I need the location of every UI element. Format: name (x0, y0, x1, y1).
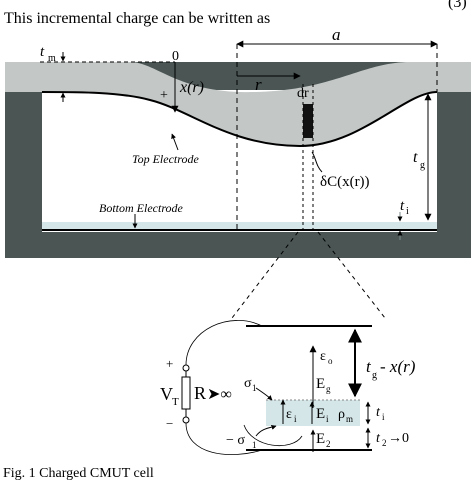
ti-label: t (400, 198, 405, 214)
equation-number: (3) (448, 0, 467, 11)
eps-i-subscript: i (294, 414, 297, 424)
ti-detail-label: t (376, 405, 381, 420)
cell-cross-section: t m 0 + x(r) a r dr Top Electrode δC(x(r… (5, 25, 471, 258)
eps-i-label: ε (286, 407, 292, 422)
intro-text: This incremental charge can be written a… (4, 10, 271, 27)
wire-top (185, 320, 263, 366)
t2-rest: →0 (388, 431, 409, 446)
eps-i-pointer (243, 424, 303, 447)
zero-label: 0 (172, 49, 179, 64)
ei-subscript: i (326, 414, 329, 424)
sigma1-subscript: 1 (252, 383, 257, 393)
insulator-layer (42, 222, 437, 230)
gap-label: t (366, 357, 372, 376)
eg-label: E (316, 376, 325, 392)
r-label: r (255, 75, 262, 94)
r-inf-label: R (194, 383, 206, 403)
e2-subscript: 2 (326, 439, 331, 449)
wire-bottom (185, 422, 263, 455)
ti-subscript: i (406, 206, 409, 217)
figure-caption: Fig. 1 Charged CMUT cell (3, 466, 154, 481)
eg-subscript: g (326, 384, 331, 394)
xr-label: x(r) (179, 79, 204, 96)
plus-top-label: + (160, 88, 168, 103)
neg-sigma1-pointer (255, 425, 277, 437)
top-electrode (41, 91, 438, 148)
eps-o-label: ε (320, 349, 326, 364)
dr-label: dr (297, 86, 309, 101)
delta-c-label: δC(x(r)) (320, 174, 370, 190)
tg-subscript: g (420, 160, 425, 171)
minus-terminal-label: − (166, 416, 173, 431)
zoom-lines (231, 231, 386, 319)
eps-o-subscript: o (328, 356, 333, 366)
t2-subscript: 2 (382, 438, 387, 448)
e2-label: E (316, 431, 325, 447)
inf-arrow-label: ➤∞ (207, 386, 232, 403)
page-header: This incremental charge can be written a… (0, 0, 474, 30)
dr-element (303, 104, 313, 138)
detail-view: + − V T R ➤∞ σ 1 − σ 1 ε o E g ε i E i ρ… (160, 320, 416, 455)
bottom-electrode-label: Bottom Electrode (99, 201, 184, 215)
sigma1-label: σ (244, 376, 252, 391)
top-electrode-label: Top Electrode (132, 152, 199, 166)
membrane (5, 62, 471, 146)
t2-label: t (376, 431, 381, 446)
a-label: a (332, 25, 341, 44)
tg-label: t (413, 149, 418, 166)
neg-sigma1-label: − σ (226, 433, 245, 448)
vt-subscript: T (172, 396, 179, 408)
ei-label: E (316, 406, 325, 422)
rho-label: ρ (338, 407, 345, 422)
terminal-bottom (182, 416, 190, 424)
plus-terminal-label: + (166, 356, 173, 371)
sigma1-pointer (255, 387, 273, 401)
delta-c-pointer (311, 151, 323, 173)
resistor (181, 376, 191, 410)
tm-subscript: m (48, 53, 56, 64)
vt-label: V (160, 384, 173, 404)
ti-detail-subscript: i (382, 412, 385, 422)
gap-subscript: g (372, 370, 377, 381)
rho-subscript: m (346, 414, 353, 424)
gap-rest: - x(r) (380, 357, 416, 376)
tm-label: t (40, 44, 45, 60)
neg-sigma1-subscript: 1 (252, 440, 257, 450)
top-electrode-pointer (171, 133, 179, 151)
terminal-top (182, 364, 190, 372)
